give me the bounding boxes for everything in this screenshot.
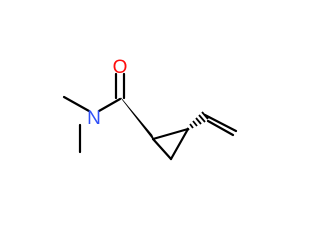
bond-ring-c1-c2 bbox=[151, 127, 190, 141]
bond-ring-c2-vinyl-c bbox=[186, 111, 209, 131]
molecule-structure-drawing: O N bbox=[62, 57, 238, 161]
bond-n-methyl-upper bbox=[62, 95, 91, 113]
bond-ring-c2-c3 bbox=[169, 127, 190, 161]
oxygen-atom-label: O bbox=[113, 57, 128, 78]
bonds bbox=[62, 72, 238, 161]
bond-n-carbonyl-carbon bbox=[97, 97, 122, 113]
bond-carbonyl-c-ring-c1 bbox=[120, 97, 156, 143]
bond-ring-c1-c3 bbox=[151, 137, 173, 161]
bond-carbonyl-c-o bbox=[114, 72, 126, 100]
nitrogen-atom-label: N bbox=[87, 108, 101, 129]
bond-vinyl-c-c bbox=[203, 113, 238, 137]
